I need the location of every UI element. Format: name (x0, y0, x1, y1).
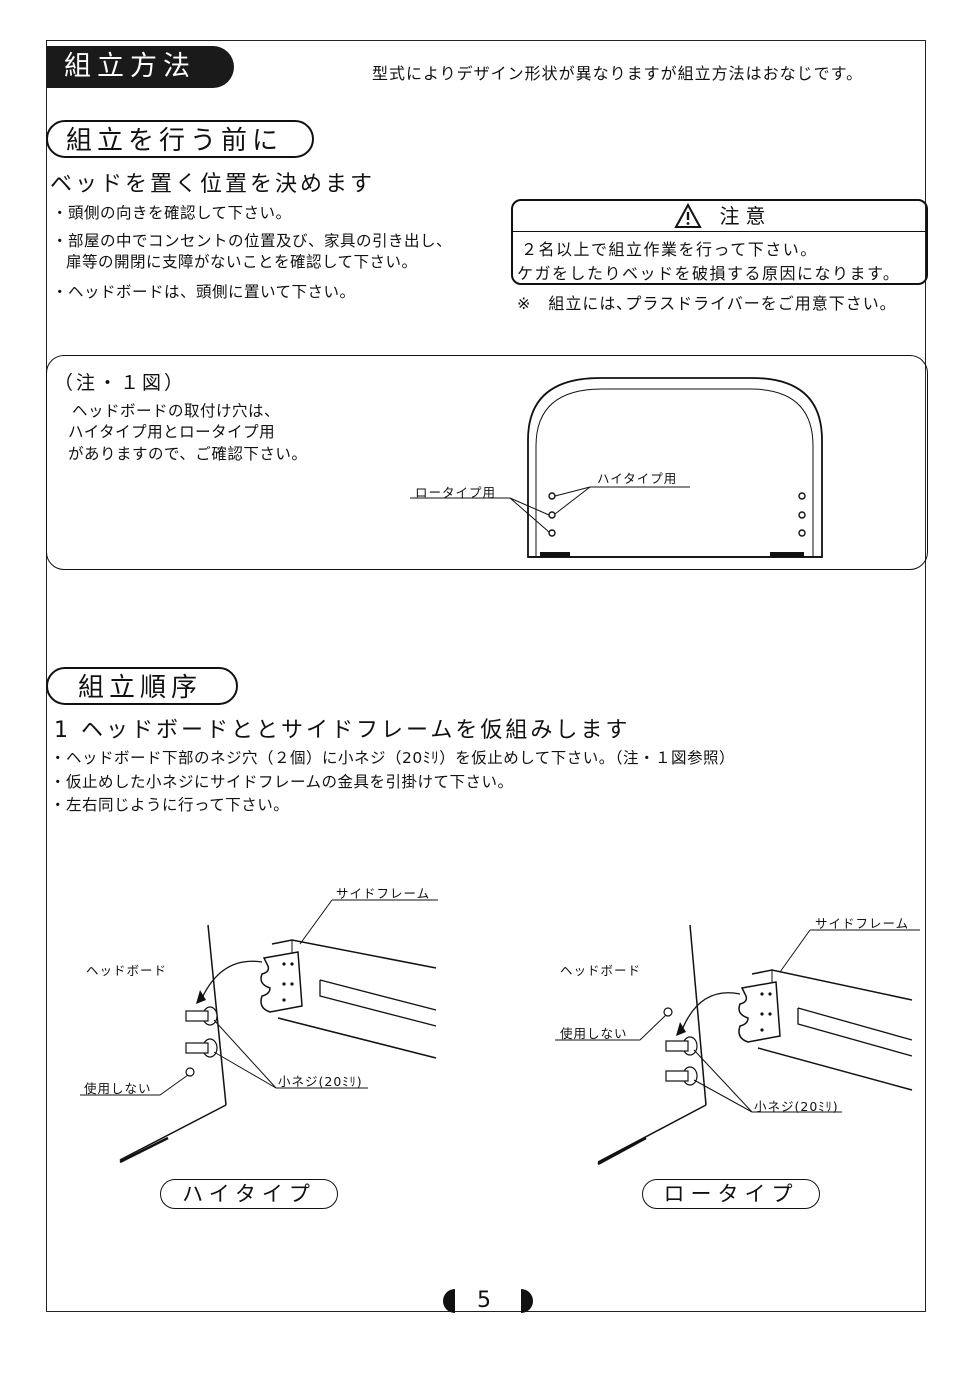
main-title: 組立方法 (46, 46, 234, 88)
step1-bullet-2: ・仮止めした小ネジにサイドフレームの金具を引掛けて下さい。 (50, 773, 514, 791)
low-side-frame-label: サイドフレーム (815, 916, 910, 931)
high-headboard-label: ヘッドボード (86, 963, 168, 978)
low-screw-label: 小ネジ(20ﾐﾘ) (754, 1099, 839, 1114)
caution-line-1: ２名以上で組立作業を行って下さい。 (521, 240, 818, 259)
step1-title: 1 ヘッドボードととサイドフレームを仮組みします (54, 718, 631, 743)
step1-bullet-3: ・左右同じように行って下さい。 (50, 796, 290, 814)
figure-note-line-1: ヘッドボードの取付け穴は、 (72, 402, 281, 420)
before-assembly-heading: 組立を行う前に (46, 120, 314, 158)
bullet-head-direction: ・頭側の向きを確認して下さい。 (52, 204, 292, 222)
assembly-order-heading: 組立順序 (46, 667, 238, 705)
page-number-block: 5 (443, 1288, 533, 1314)
label-low-type-holes: ロータイプ用 (415, 485, 497, 500)
high-screw-label: 小ネジ(20ﾐﾘ) (278, 1074, 363, 1089)
step1-bullet-1: ・ヘッドボード下部のネジ穴（２個）に小ネジ（20ﾐﾘ）を仮止めして下さい。（注・… (50, 749, 736, 767)
caution-header: 注意 (513, 201, 926, 232)
label-high-type-holes: ハイタイプ用 (597, 471, 678, 486)
left-half-circle-icon (443, 1289, 455, 1313)
caution-title: 注意 (719, 204, 772, 228)
right-half-circle-icon (521, 1289, 533, 1313)
caution-box: 注意 ２名以上で組立作業を行って下さい。 ケガをしたりベッドを破損する原因になり… (511, 199, 928, 285)
caution-line-2: ケガをしたりベッドを破損する原因になります。 (517, 264, 901, 283)
low-headboard-label: ヘッドボード (560, 963, 642, 978)
page-frame (46, 40, 926, 1312)
caution-footnote: ※ 組立には､プラスドライバーをご用意下さい｡ (517, 294, 889, 313)
bullet-headboard-place: ・ヘッドボードは、頭側に置いて下さい。 (52, 283, 356, 301)
low-type-caption: ロータイプ (642, 1179, 820, 1209)
figure-note-line-3: がありますので、ご確認下さい。 (68, 445, 308, 463)
high-side-frame-label: サイドフレーム (336, 886, 431, 901)
bullet-room-check: ・部屋の中でコンセントの位置及び、家具の引き出し、 (52, 232, 453, 250)
figure-note-line-2: ハイタイプ用とロータイプ用 (68, 423, 276, 441)
bullet-room-check-cont: 扉等の開閉に支障がないことを確認して下さい。 (66, 253, 418, 271)
warning-triangle-icon (674, 202, 702, 228)
figure-note-title: （注・１図） (54, 372, 187, 394)
high-unused-label: 使用しない (84, 1081, 152, 1096)
page-number: 5 (477, 1288, 491, 1313)
figure-note-box (46, 355, 928, 570)
low-unused-label: 使用しない (560, 1026, 628, 1041)
high-type-caption: ハイタイプ (160, 1179, 338, 1209)
header-note: 型式によりデザイン形状が異なりますが組立方法はおなじです。 (372, 64, 864, 83)
before-assembly-subheading: ベッドを置く位置を決めます (50, 172, 376, 197)
